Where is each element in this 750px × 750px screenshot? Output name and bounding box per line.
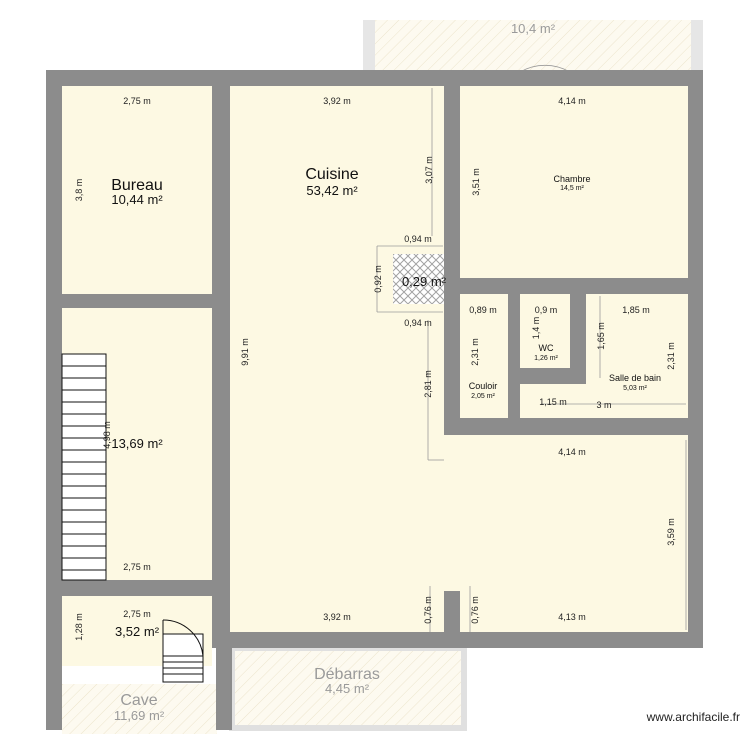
dimension-labels: 2,75 m 3,8 m 3,92 m 9,91 m 3,07 m 2,81 m…	[74, 96, 676, 641]
exterior-areas	[62, 20, 703, 734]
couloir-name: Couloir	[469, 381, 498, 391]
dim-placard-bottom: 0,94 m	[404, 318, 432, 328]
wc-area: 1,26 m²	[534, 355, 558, 362]
dim-cuisine-bottom: 3,92 m	[323, 612, 351, 622]
terrasse-area-label: 10,4 m²	[511, 21, 556, 36]
wc-name: WC	[539, 343, 554, 353]
dim-chambre-height: 3,51 m	[471, 168, 481, 196]
wc-floor	[520, 294, 570, 368]
dim-placard-side: 0,92 m	[373, 265, 383, 293]
chambre-name: Chambre	[553, 174, 590, 184]
dim-sejour-width: 4,14 m	[558, 447, 586, 457]
debarras-name: Débarras	[314, 666, 380, 683]
entree-area: 3,52 m²	[115, 624, 160, 639]
room-floors	[62, 86, 688, 666]
dim-couloir-width: 0,89 m	[469, 305, 497, 315]
dim-entree-height: 1,28 m	[74, 613, 84, 641]
cuisine-name: Cuisine	[305, 166, 358, 183]
placard-area: 0,29 m²	[402, 274, 447, 289]
sdb-area: 5,03 m²	[623, 385, 647, 392]
cave-name: Cave	[120, 692, 157, 709]
dim-sejour-height: 3,59 m	[666, 518, 676, 546]
dim-door-left: 0,76 m	[423, 596, 433, 624]
sdb-name: Salle de bain	[609, 373, 661, 383]
cuisine-floor	[230, 86, 444, 632]
chambre-floor	[460, 86, 688, 278]
dimension-lines	[376, 88, 687, 632]
bureau-floor	[62, 86, 212, 294]
entrance-door[interactable]	[162, 619, 204, 683]
dim-wc-height: 1,4 m	[531, 317, 541, 340]
cuisine-area: 53,42 m²	[306, 183, 358, 198]
chambre-area: 14,5 m²	[560, 185, 584, 192]
debarras-area-label: 4,45 m²	[325, 681, 370, 696]
dim-cuisine-top: 3,92 m	[323, 96, 351, 106]
dim-sejour-bottom: 4,13 m	[558, 612, 586, 622]
dim-stairs-width: 2,75 m	[123, 562, 151, 572]
bureau-name: Bureau	[111, 177, 163, 194]
dim-wc-width: 0,9 m	[535, 305, 558, 315]
sejour-floor	[460, 435, 688, 632]
dim-bureau-height: 3,8 m	[74, 179, 84, 202]
room-labels: Bureau 10,44 m² Cuisine 53,42 m² Chambre…	[111, 21, 661, 723]
dim-cuisine-height: 9,91 m	[240, 338, 250, 366]
dim-sdb-inner-height: 1,65 m	[596, 322, 606, 350]
dim-sdb-width: 1,85 m	[622, 305, 650, 315]
bureau-area: 10,44 m²	[111, 192, 163, 207]
dim-wc-bottom: 1,15 m	[539, 397, 567, 407]
staircase	[61, 353, 107, 581]
watermark-link[interactable]: www.archifacile.fr	[646, 710, 740, 724]
dim-cuisine-right-lower: 2,81 m	[423, 370, 433, 398]
dim-couloir-height: 2,31 m	[470, 338, 480, 366]
dim-entree-width: 2,75 m	[123, 609, 151, 619]
escalier-area: 13,69 m²	[111, 436, 163, 451]
dim-stairs-height: 4,98 m	[102, 421, 112, 449]
dim-placard-top: 0,94 m	[404, 234, 432, 244]
cave-area-label: 11,69 m²	[114, 708, 165, 723]
couloir-floor	[460, 294, 508, 418]
dim-sdb-height: 2,31 m	[666, 342, 676, 370]
dim-chambre-width: 4,14 m	[558, 96, 586, 106]
couloir-area: 2,05 m²	[471, 393, 495, 400]
dim-bureau-width: 2,75 m	[123, 96, 151, 106]
dim-sdb-bottom: 3 m	[596, 400, 611, 410]
dim-cuisine-right-upper: 3,07 m	[424, 156, 434, 184]
dim-door-right: 0,76 m	[470, 596, 480, 624]
